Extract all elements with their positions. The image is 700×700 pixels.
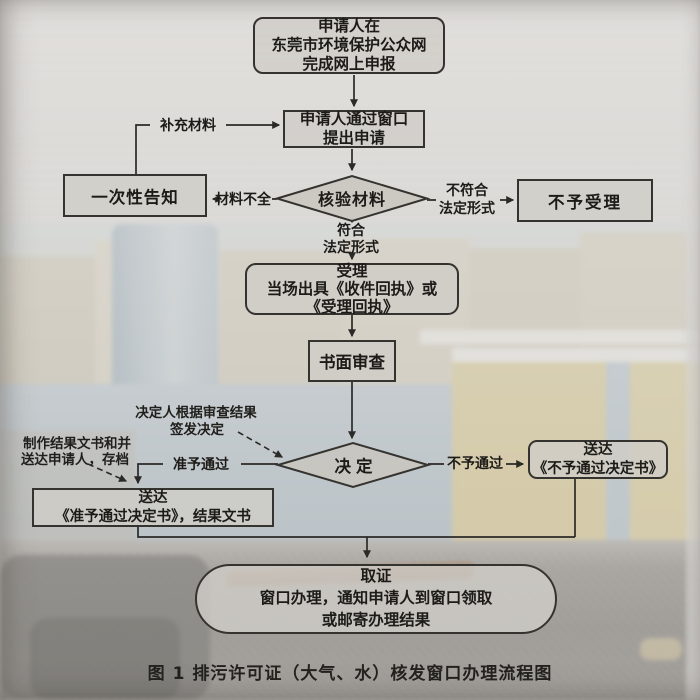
edge-decision-approved	[138, 463, 278, 483]
node-written-review: 书面审查	[308, 340, 396, 382]
node-text-line: 东莞市环境保护公众网	[271, 35, 427, 54]
diamond-verify-materials	[273, 174, 431, 223]
node-deliver-rejected: 送达 《不予通过决定书》	[528, 440, 668, 479]
edge-annotation-sign	[237, 431, 284, 458]
edge-merge-left	[137, 527, 575, 538]
node-text-line: 《准予通过决定书》，结果文书	[55, 508, 251, 525]
diamond-decision	[274, 441, 432, 489]
annotation-make-archive: 送达申请人，存档	[21, 452, 129, 468]
edge-label-supplement: 补充材料	[160, 118, 216, 134]
edge-label-not-legal-form: 法定形式	[439, 201, 495, 217]
diamond-label-decision: 决定	[334, 457, 378, 476]
diamond-label-verify: 核验材料	[317, 190, 387, 209]
node-text-line: 完成网上申报	[302, 55, 396, 74]
node-text-line: 《受理回执》	[305, 298, 399, 317]
node-text-line: 申请人在	[317, 16, 380, 35]
node-not-accepted: 不予受理	[517, 179, 653, 222]
node-text-line: 提出申请	[322, 129, 385, 147]
node-text-line: 申请人通过窗口	[299, 110, 409, 129]
node-text-line: 或邮寄办理结果	[321, 610, 431, 629]
node-obtain-result: 取证 窗口办理，通知申请人到窗口领取 或邮寄办理结果	[195, 564, 557, 634]
node-accept: 受理 当场出具《收件回执》或 《受理回执》	[245, 261, 459, 317]
node-text-line: 取证	[360, 567, 392, 586]
edge-label-approved: 准予通过	[173, 457, 229, 473]
edge-label-incomplete: 材料不全	[215, 192, 271, 208]
node-text-line: 书面审查	[319, 353, 385, 372]
edge-annotation-archive	[87, 463, 128, 482]
node-text-line: 受理	[336, 261, 368, 280]
node-text-line: 《不予通过决定书》	[532, 460, 664, 477]
annotation-sign-decision: 决定人根据审查结果	[135, 405, 257, 421]
node-text-line: 送达	[138, 489, 168, 506]
node-text-line: 送达	[583, 441, 613, 458]
node-deliver-approved: 送达 《准予通过决定书》，结果文书	[32, 488, 274, 527]
node-text-line: 窗口办理，通知申请人到窗口领取	[259, 589, 493, 608]
annotation-make-archive: 制作结果文书和并	[23, 436, 131, 452]
edge-supplement-loop	[135, 125, 279, 174]
node-window-apply: 申请人通过窗口 提出申请	[283, 110, 425, 148]
node-apply-online: 申请人在 东莞市环境保护公众网 完成网上申报	[253, 17, 445, 74]
node-text-line: 一次性告知	[91, 187, 179, 207]
edge-label-not-approved: 不予通过	[447, 456, 503, 472]
edge-label-legal-form: 法定形式	[323, 240, 379, 256]
figure-caption: 图 1 排污许可证（大气、水）核发窗口办理流程图	[147, 664, 553, 684]
edge-label-not-legal-form: 不符合	[446, 183, 488, 199]
node-text-line: 不予受理	[548, 192, 622, 212]
node-text-line: 当场出具《收件回执》或	[266, 279, 438, 298]
annotation-sign-decision: 签发决定	[170, 422, 224, 438]
node-one-time-notice: 一次性告知	[63, 174, 207, 217]
edge-label-legal-form: 符合	[337, 223, 365, 239]
